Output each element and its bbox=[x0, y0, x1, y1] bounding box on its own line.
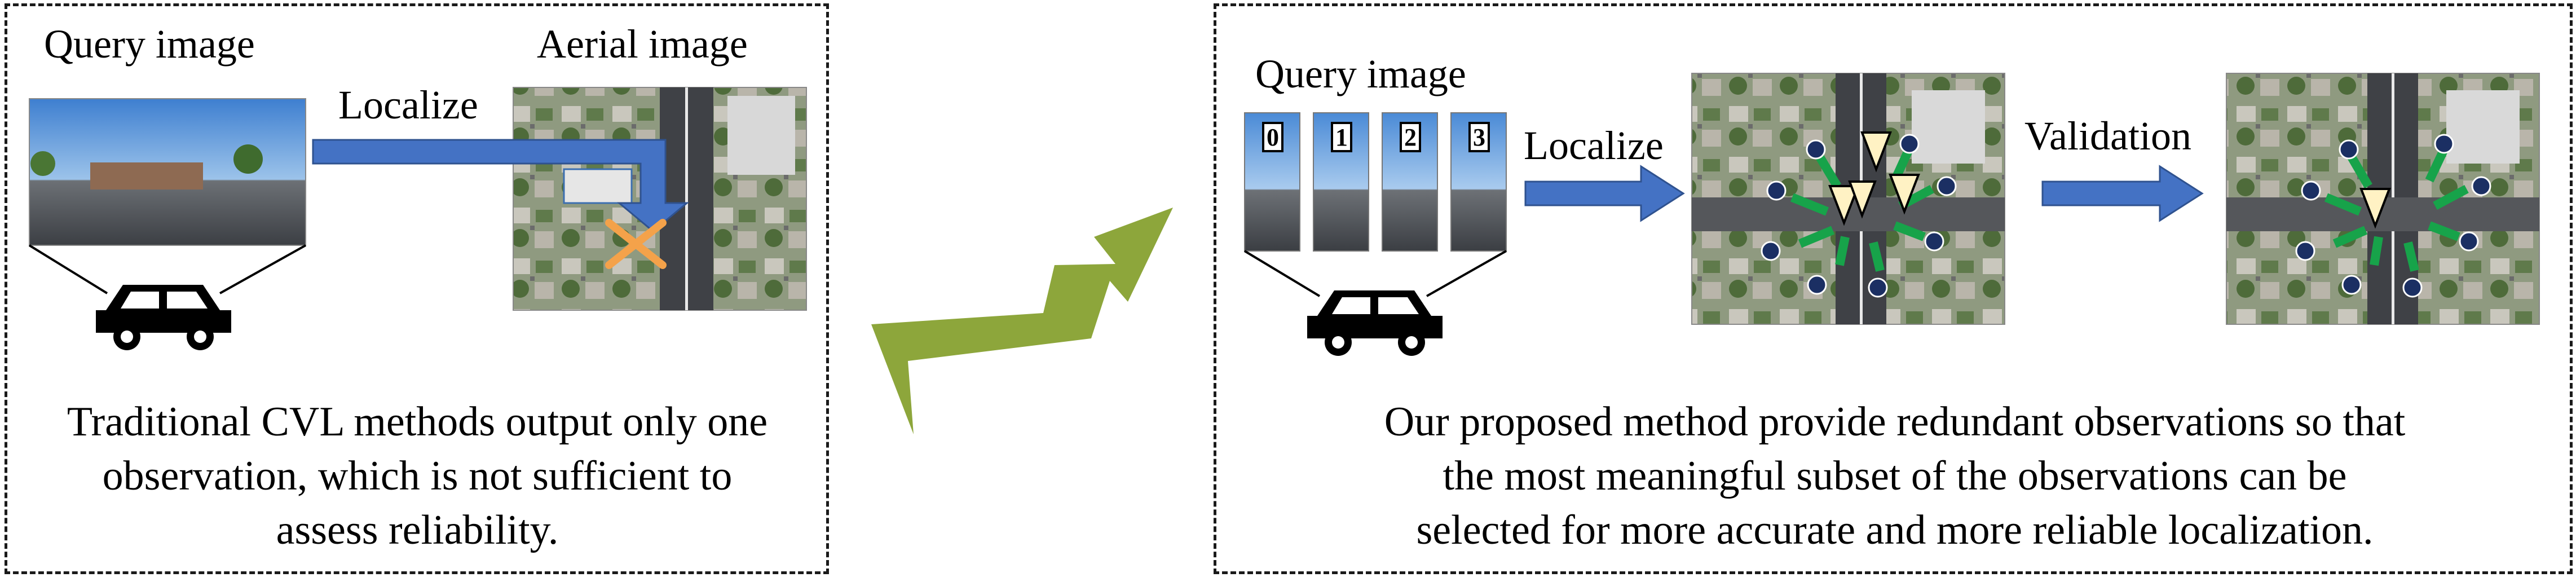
car-icon bbox=[96, 285, 231, 350]
left-caption: Traditional CVL methods output only one … bbox=[17, 395, 818, 558]
orange-cross-icon bbox=[605, 219, 667, 269]
left-localize-label: Localize bbox=[338, 82, 478, 127]
crop-number: 2 bbox=[1404, 124, 1417, 151]
panorama-tree bbox=[233, 144, 263, 174]
validation-arrow bbox=[2041, 165, 2204, 222]
transition-arrow bbox=[871, 208, 1173, 434]
right-caption-line: selected for more accurate and more reli… bbox=[1416, 507, 2374, 554]
observation-nodes bbox=[1761, 134, 1957, 298]
left-caption-line: Traditional CVL methods output only one bbox=[67, 399, 768, 445]
crop-number: 0 bbox=[1267, 124, 1279, 151]
query-crop bbox=[1313, 112, 1369, 252]
frustum-line bbox=[1426, 250, 1507, 297]
panorama-tree bbox=[30, 151, 55, 176]
left-caption-line: observation, which is not sufficient to bbox=[102, 453, 733, 500]
left-panel bbox=[5, 3, 829, 574]
crop-number: 3 bbox=[1473, 124, 1485, 151]
crop-number-boxes bbox=[1262, 122, 1490, 152]
right-caption: Our proposed method provide redundant ob… bbox=[1224, 395, 2566, 558]
frustum-line bbox=[1243, 250, 1321, 297]
observation-links-validated bbox=[2324, 147, 2469, 272]
right-validation-label: Validation bbox=[2024, 113, 2191, 158]
query-crops bbox=[1244, 112, 1507, 252]
crop-number: 1 bbox=[1335, 124, 1348, 151]
triangle-marker-icons bbox=[1828, 131, 1920, 226]
left-caption-line: assess reliability. bbox=[276, 507, 559, 554]
right-caption-line: the most meaningful subset of the observ… bbox=[1443, 453, 2347, 500]
car-icon bbox=[1307, 290, 1443, 356]
localize-arrow bbox=[312, 139, 690, 232]
localize-arrow bbox=[1524, 165, 1685, 222]
triangle-marker-icon bbox=[2359, 188, 2391, 229]
frustum-line bbox=[219, 244, 306, 294]
right-query-label: Query image bbox=[1255, 51, 1466, 96]
right-panel bbox=[1214, 3, 2573, 574]
frustum-line bbox=[28, 244, 108, 294]
right-localize-label: Localize bbox=[1524, 123, 1664, 168]
observation-nodes-validated bbox=[2295, 134, 2491, 298]
right-caption-line: Our proposed method provide redundant ob… bbox=[1384, 399, 2406, 445]
left-query-label: Query image bbox=[44, 21, 255, 67]
left-aerial-label: Aerial image bbox=[537, 21, 748, 67]
panorama-building bbox=[90, 162, 203, 190]
